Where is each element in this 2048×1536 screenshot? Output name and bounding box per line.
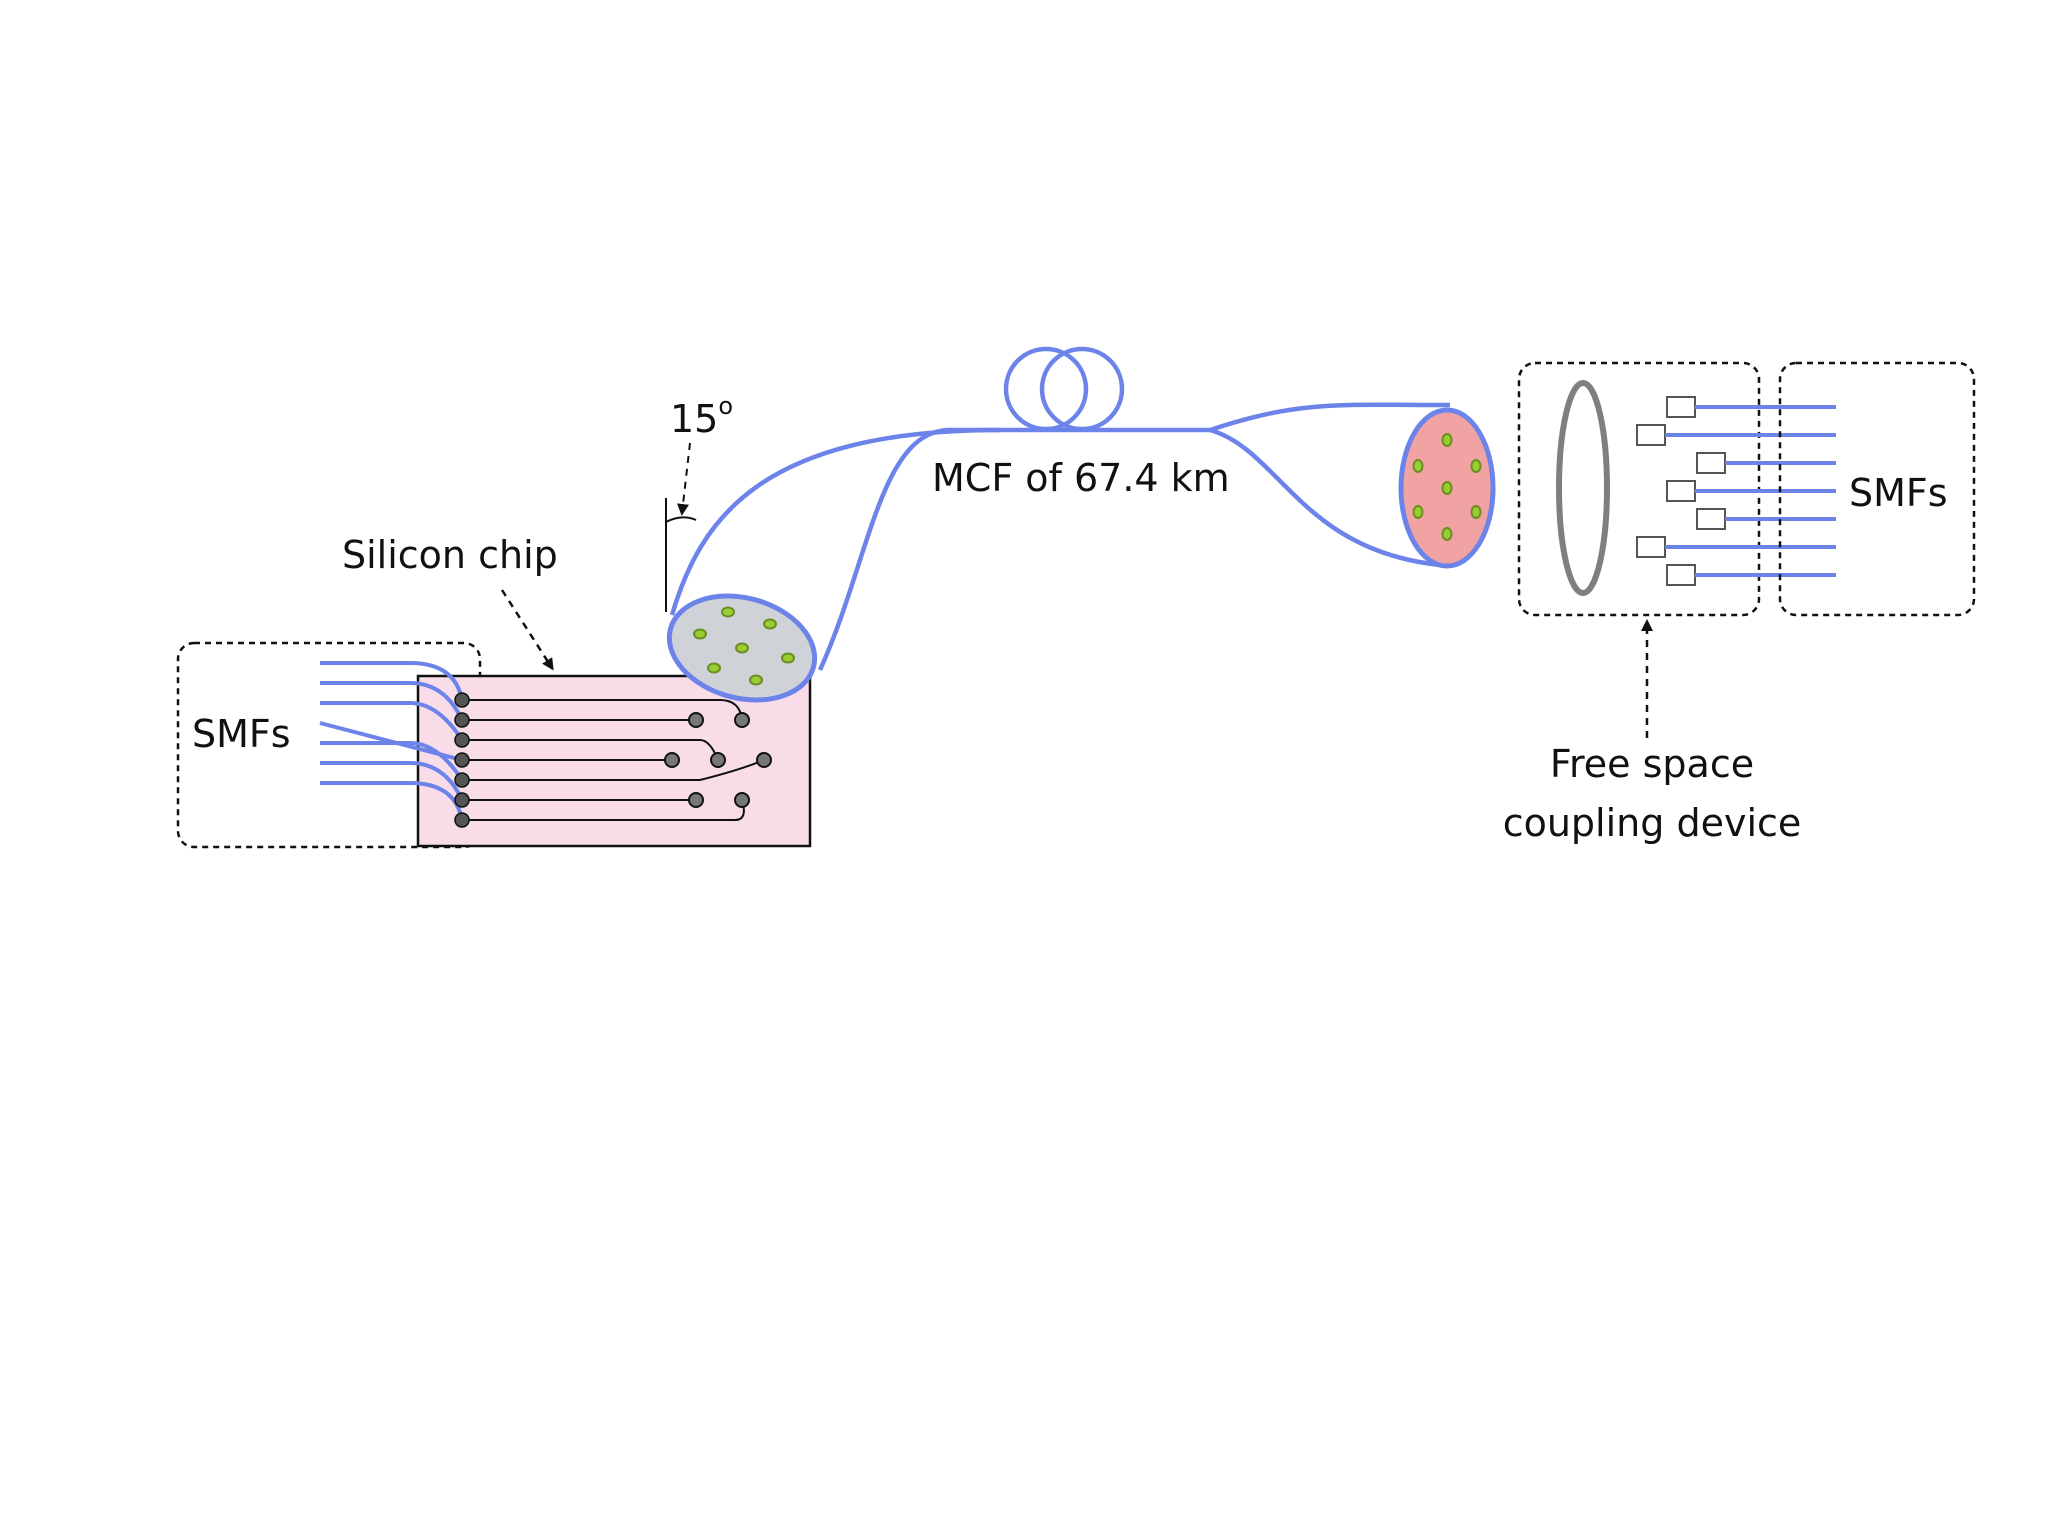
mcf-input-facet (666, 593, 818, 703)
right-smfs-label: SMFs (1849, 471, 1948, 515)
multicore-fiber (669, 346, 1451, 671)
left-smf-fibers (319, 661, 464, 821)
right-smf-fibers (1665, 405, 1836, 577)
right-smf-box (1778, 361, 1976, 617)
collimators (1636, 396, 1726, 586)
mcf-input-cores (693, 606, 795, 686)
edge-couplers (454, 692, 470, 828)
mcf-output-cores (1412, 433, 1482, 541)
grating-couplers (664, 712, 772, 808)
mcf-label: MCF of 67.4 km (932, 456, 1230, 500)
left-smf-box (176, 641, 482, 849)
silicon-chip-arrow (500, 589, 554, 671)
mcf-output-facet (1398, 407, 1496, 569)
silicon-chip-label: Silicon chip (342, 533, 558, 577)
coupling-device-label-line2: coupling device (1503, 801, 1802, 845)
left-smfs-label: SMFs (192, 712, 291, 756)
lens (1556, 380, 1610, 596)
coupling-device-label-line1: Free space (1550, 742, 1754, 786)
angle-marker (665, 442, 697, 612)
angle-label: 15o (670, 392, 733, 441)
